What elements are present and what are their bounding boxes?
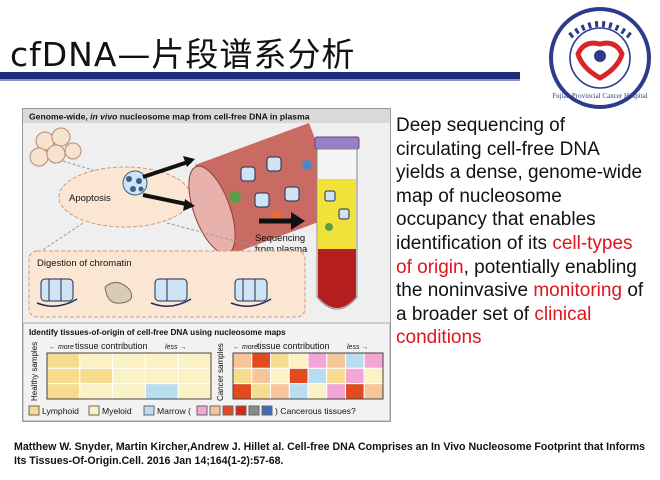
heatmap-cell — [112, 367, 146, 385]
sequencing-label-2: from plasma — [255, 244, 308, 255]
legend-cancer-swatch — [196, 405, 208, 416]
nucleosome-cluster-icon — [122, 170, 148, 196]
heatmap-cell — [232, 352, 253, 369]
test-tube-icon — [314, 136, 360, 310]
heatmap-cell — [79, 367, 114, 385]
arrow-to-vessel — [142, 159, 192, 179]
digestion-label: Digestion of chromatin — [37, 258, 132, 269]
figure-header: Genome-wide, in vivo nucleosome map from… — [29, 112, 310, 122]
heatmap-cell — [79, 352, 114, 369]
heatmap-cell — [307, 367, 328, 385]
cfdna-fragments-icon — [229, 156, 312, 225]
cancer-samples-label: Cancer samples — [216, 343, 225, 401]
less-label-2: less → — [347, 344, 368, 351]
healthy-heatmap — [46, 352, 212, 400]
more-label: ← more — [49, 344, 74, 351]
heatmap-cell — [363, 383, 384, 400]
tissue-contribution-label: tissue contribution — [75, 341, 148, 351]
heatmap-cell — [270, 367, 290, 385]
highlight-monitoring: monitoring — [533, 280, 623, 302]
title-underline — [0, 72, 520, 79]
nucleosome-icons — [36, 278, 272, 307]
legend-myeloid: Myeloid — [102, 406, 132, 416]
legend-cancer-swatch — [248, 405, 260, 416]
heatmap-cell — [345, 352, 365, 369]
heatmap-cell — [345, 383, 365, 400]
cancer-heatmap — [232, 352, 384, 400]
legend-cancer-swatch — [222, 405, 234, 416]
heatmap-cell — [144, 383, 179, 400]
heatmap-cell — [307, 352, 328, 369]
legend-cancer-swatch — [261, 405, 273, 416]
heatmap-cell — [326, 367, 346, 385]
heatmap-cell — [326, 383, 346, 400]
figure-graphic: Genome-wide, in vivo nucleosome map from… — [23, 109, 390, 421]
heatmap-cell — [79, 383, 114, 400]
heatmap-frame — [232, 352, 384, 400]
heatmap-cell — [326, 352, 346, 369]
slide-title: cfDNA—片段谱系分析 — [10, 35, 356, 74]
legend-cancer-swatch — [209, 405, 221, 416]
more-label-2: ← more — [233, 344, 258, 351]
heatmap-cell — [46, 367, 81, 385]
heatmap-cell — [270, 352, 290, 369]
heatmap-cell — [363, 367, 384, 385]
heatmap-cell — [46, 383, 81, 400]
sequencing-label-1: Sequencing — [255, 233, 305, 244]
description-paragraph: Deep sequencing of circulating cell-free… — [396, 115, 644, 349]
legend-marrow: Marrow ( — [157, 406, 191, 416]
legend: Lymphoid Myeloid Marrow ( ) Cancerous ti… — [28, 405, 356, 416]
heatmap-cell — [288, 352, 309, 369]
legend-cancerous: ) Cancerous tissues? — [275, 406, 356, 416]
heatmap-cell — [288, 383, 309, 400]
heatmap-cell — [177, 352, 212, 369]
legend-lymphoid: Lymphoid — [42, 406, 79, 416]
logo-text: Fujian Provincial Cancer Hospital — [552, 92, 648, 100]
healthy-samples-label: Healthy samples — [30, 342, 39, 401]
highlight-cell-types: cell-types of origin — [396, 232, 633, 278]
heatmap-cell — [288, 367, 309, 385]
heatmap-cell — [232, 367, 253, 385]
heatmap-cell — [307, 383, 328, 400]
tissue-contribution-label-2: tissue contribution — [257, 341, 330, 351]
heatmap-cell — [112, 352, 146, 369]
heatmap-cell — [112, 383, 146, 400]
heatmap-cell — [251, 367, 271, 385]
heatmap-cell — [251, 352, 271, 369]
heatmap-frame — [46, 352, 212, 400]
citation: Matthew W. Snyder, Martin Kircher,Andrew… — [14, 441, 646, 467]
heatmap-cell — [363, 352, 384, 369]
heatmap-cell — [251, 383, 271, 400]
less-label: less → — [165, 344, 186, 351]
identify-label: Identify tissues-of-origin of cell-free … — [29, 328, 286, 337]
legend-cancer-swatch — [235, 405, 247, 416]
hospital-seal-icon: Fujian Provincial Cancer Hospital — [549, 7, 651, 109]
title-underline-thin — [0, 79, 520, 81]
heatmap-cell — [46, 352, 81, 369]
heatmap-cell — [270, 383, 290, 400]
heatmap-cell — [177, 367, 212, 385]
highlight-clinical-conditions: clinical conditions — [396, 303, 592, 349]
heatmap-cell — [144, 352, 179, 369]
cell-cluster-icon — [29, 127, 82, 167]
figure-panel: Genome-wide, in vivo nucleosome map from… — [22, 108, 391, 422]
heatmap-cell — [144, 367, 179, 385]
heatmap-cell — [177, 383, 212, 400]
heatmap-cell — [345, 367, 365, 385]
heatmap-cell — [232, 383, 253, 400]
apoptosis-label: Apoptosis — [69, 193, 111, 204]
